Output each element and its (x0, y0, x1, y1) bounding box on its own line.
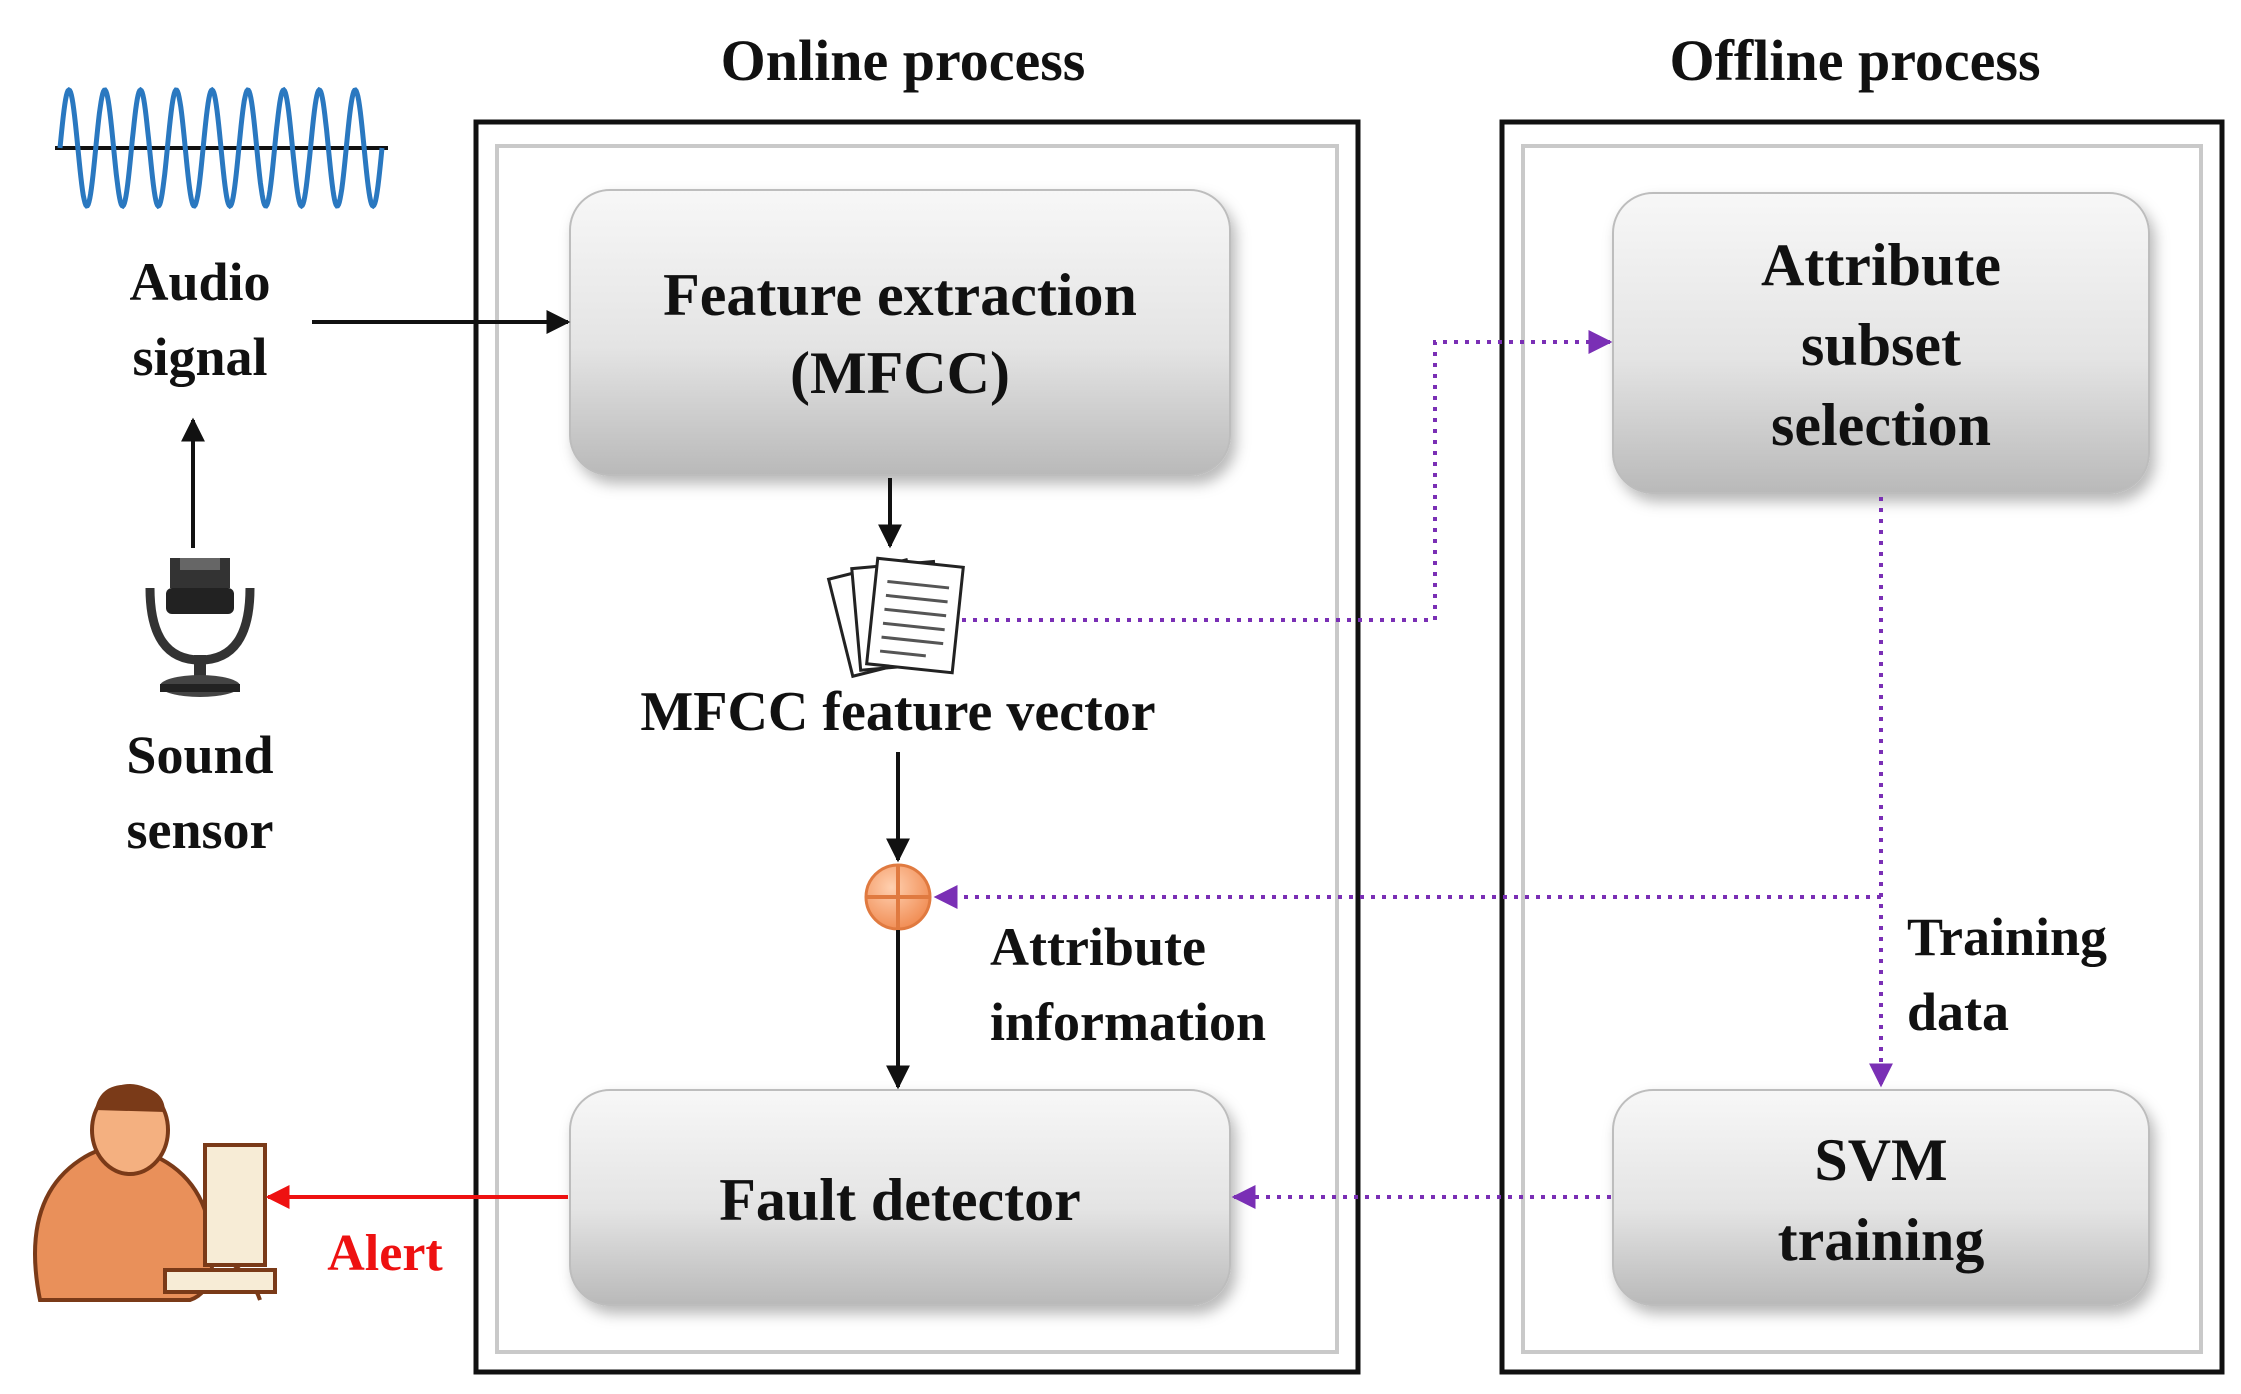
text-line: data (1907, 982, 2009, 1042)
text-line: Fault detector (719, 1167, 1081, 1233)
text-line: MFCC feature vector (640, 681, 1155, 743)
attribute-subset-selection-box: Attribute subset selection (1612, 192, 2150, 494)
feature-extraction-box: Feature extraction (MFCC) (569, 189, 1231, 476)
text-line: Training (1907, 907, 2107, 967)
operator-at-computer-icon (33, 1084, 277, 1302)
text-line: (MFCC) (790, 340, 1010, 406)
heading-offline: Offline process (1669, 28, 2040, 93)
microphone-icon (145, 558, 255, 697)
attribute-information-label: Attribute information (990, 917, 1266, 1052)
alert-label: Alert (327, 1225, 443, 1282)
text-line: Online process (721, 28, 1086, 93)
text-line: training (1778, 1207, 1985, 1273)
sound-sensor-label: Sound sensor (126, 725, 273, 860)
connectors (181, 310, 1893, 1209)
waveform-icon (55, 86, 388, 210)
fault-detector-label: Fault detector (719, 1167, 1081, 1233)
svm-training-box: SVM training (1612, 1089, 2150, 1306)
text-line: Attribute (1761, 232, 2001, 298)
text-line: Offline process (1669, 28, 2040, 93)
attribute-subset-selection-label: Attribute subset selection (1761, 232, 2001, 458)
documents-icon (826, 556, 965, 679)
text-line: Attribute (990, 917, 1206, 977)
audio-signal-label: Audio signal (129, 252, 270, 387)
text-line: Alert (327, 1225, 443, 1282)
text-line: Sound (126, 725, 273, 785)
svm-training-label: SVM training (1778, 1127, 1985, 1273)
training-data-label: Training data (1907, 907, 2107, 1042)
combiner-icon (864, 863, 932, 931)
heading-online: Online process (721, 28, 1086, 93)
text-line: Feature extraction (663, 262, 1137, 328)
text-line: signal (132, 327, 267, 387)
text-line: selection (1771, 392, 1991, 458)
text-line: SVM (1814, 1127, 1947, 1193)
text-line: sensor (127, 800, 274, 860)
feature-extraction-label: Feature extraction (MFCC) (663, 262, 1137, 406)
text-line: Audio (129, 252, 270, 312)
dotted-vector-to-attribute (962, 330, 1613, 622)
text-line: subset (1801, 312, 1961, 378)
fault-detector-box: Fault detector (569, 1089, 1231, 1306)
text-line: information (990, 992, 1266, 1052)
mfcc-feature-vector-label: MFCC feature vector (640, 681, 1155, 743)
